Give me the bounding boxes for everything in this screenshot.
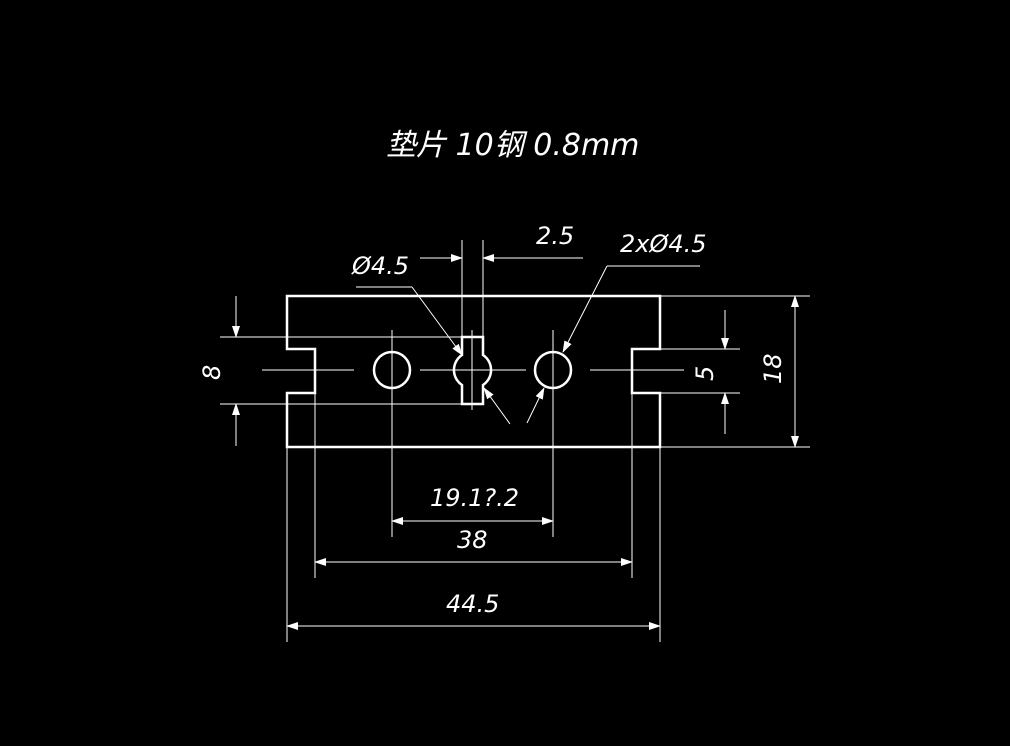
dim-hole-spacing: 19.1?.2 xyxy=(430,484,519,512)
part-outline xyxy=(285,294,662,449)
dim-total-width: 44.5 xyxy=(446,590,499,618)
dim-left-height: 8 xyxy=(198,365,226,380)
center-lines xyxy=(262,330,684,410)
dim-slot-width: 2.5 xyxy=(536,222,574,250)
dim-total-height: 18 xyxy=(759,353,787,384)
dim-hole-diameter: Ø4.5 xyxy=(351,252,409,280)
dim-notch-span: 38 xyxy=(457,526,488,554)
dim-two-holes: 2xØ4.5 xyxy=(620,230,707,258)
dim-right-slot-height: 5 xyxy=(691,366,719,381)
dimension-lines xyxy=(220,240,810,642)
drawing-title: 垫片 10钢 0.8mm xyxy=(386,128,639,163)
